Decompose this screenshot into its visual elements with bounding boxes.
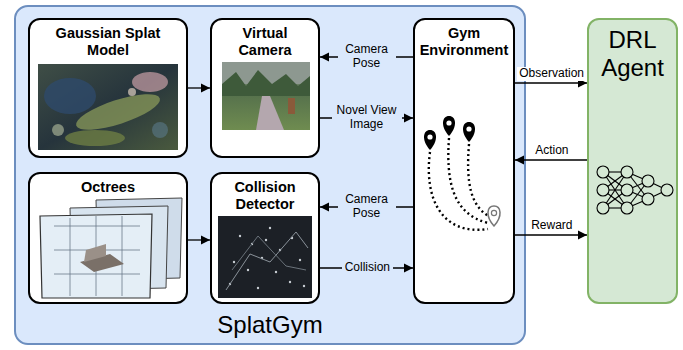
- edge-label: Reward: [528, 219, 575, 233]
- node-label: Gym Environment: [417, 25, 511, 60]
- process-box: Gaussian Splat Model: [28, 18, 188, 158]
- arrow-connector: [188, 239, 210, 240]
- octree-image: [40, 198, 182, 298]
- edge-label: Action: [532, 144, 571, 158]
- arrow-connector: [515, 159, 587, 160]
- process-box: Virtual Camera: [210, 18, 320, 158]
- node-label: Virtual Camera: [215, 25, 315, 60]
- edge-label-holder: Camera Pose: [338, 193, 396, 221]
- edge-label-holder: Camera Pose: [338, 43, 396, 71]
- node-label: Collision Detector: [215, 179, 315, 214]
- edge-label-holder: Observation: [517, 67, 587, 81]
- point-cloud-image: [218, 216, 312, 298]
- agent-box: DRL Agent: [587, 18, 678, 304]
- process-box: Octrees: [28, 172, 188, 304]
- edge-label-holder: Reward: [528, 219, 575, 233]
- edge-label: Camera Pose: [338, 193, 396, 221]
- node-label: Octrees: [81, 179, 135, 196]
- node-label: DRL Agent: [593, 26, 673, 81]
- edge-label-holder: Novel View Image: [332, 104, 402, 132]
- edge-label: Observation: [517, 67, 587, 81]
- system-container: SplatGym Gaussian Splat Model Virtual Came…: [14, 5, 526, 345]
- process-box: Gym Environment: [413, 18, 515, 304]
- neural-network-icon: [597, 166, 673, 214]
- process-box: Collision Detector: [210, 172, 320, 304]
- node-label: SplatGym: [217, 311, 322, 339]
- edge-label-holder: Collision: [342, 261, 393, 275]
- arrow-connector: [515, 234, 587, 235]
- node-label: Gaussian Splat Model: [48, 25, 168, 60]
- arrow-connector: [515, 82, 587, 83]
- camera-view-image: [222, 62, 310, 130]
- edge-label-holder: Action: [532, 144, 571, 158]
- edge-label: Collision: [342, 261, 393, 275]
- edge-label: Novel View Image: [332, 104, 402, 132]
- splat-image: [38, 64, 178, 150]
- arrow-connector: [188, 87, 210, 88]
- edge-label: Camera Pose: [338, 43, 396, 71]
- trajectory-sketch: [424, 116, 500, 230]
